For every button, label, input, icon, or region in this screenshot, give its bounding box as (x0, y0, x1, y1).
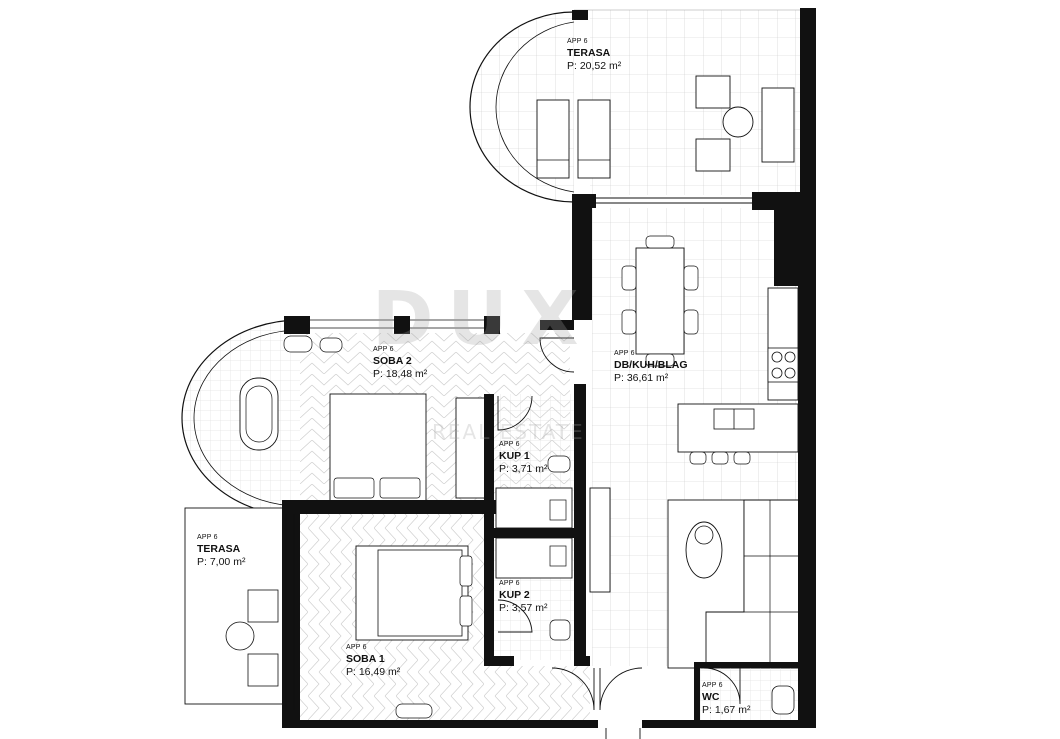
room-label-soba-2: APP 6 SOBA 2 P: 18,48 m² (373, 346, 427, 381)
room-name: KUP 2 (499, 588, 530, 601)
room-area: P: 16,49 m² (346, 665, 401, 678)
windows (285, 319, 484, 710)
room-label-kup-2: APP 6 KUP 2 P: 3,57 m² (499, 580, 547, 615)
room-app-code: APP 6 (373, 346, 394, 353)
room-area: P: 36,61 m² (614, 371, 669, 384)
sofa-set (667, 499, 801, 669)
bathroom-kup-2 (494, 536, 574, 660)
room-app-code: APP 6 (567, 38, 588, 45)
washbasin (395, 703, 433, 719)
room-name: SOBA 2 (373, 354, 412, 367)
room-label-terasa-top: APP 6 TERASA P: 20,52 m² (567, 38, 621, 73)
doors (497, 337, 741, 739)
room-name: KUP 1 (499, 449, 530, 462)
kitchen-island (677, 403, 799, 465)
room-area: P: 3,57 m² (499, 601, 548, 614)
room-name: WC (702, 690, 720, 703)
room-name: SOBA 1 (346, 652, 385, 665)
sun-lounger-right (577, 99, 611, 179)
wc-room (698, 668, 800, 724)
room-area: P: 18,48 m² (373, 367, 428, 380)
room-label-wc: APP 6 WC P: 1,67 m² (702, 682, 750, 717)
room-app-code: APP 6 (614, 350, 635, 357)
room-app-code: APP 6 (499, 441, 520, 448)
washbasin (319, 337, 343, 353)
room-label-db-kuh-blag: APP 6 DB/KUH/BLAG P: 36,61 m² (614, 350, 688, 385)
terrace-top (469, 8, 816, 204)
room-app-code: APP 6 (702, 682, 723, 689)
room-app-code: APP 6 (499, 580, 520, 587)
terrace-chair (695, 75, 731, 109)
sun-lounger-left (536, 99, 570, 179)
bedroom-2-area (181, 319, 570, 517)
bedroom-1-area (300, 514, 590, 724)
terrace-bench (761, 87, 795, 163)
room-name: TERASA (197, 542, 241, 555)
room-area: P: 3,71 m² (499, 462, 548, 475)
double-bed-soba-1 (355, 545, 473, 641)
room-app-code: APP 6 (197, 534, 218, 541)
bathtub (239, 377, 279, 451)
tv-cabinet (589, 487, 611, 593)
room-name: DB/KUH/BLAG (614, 358, 688, 371)
washbasin (283, 335, 313, 353)
room-area: P: 20,52 m² (567, 59, 622, 72)
terrace-round-table (722, 106, 754, 138)
living-kitchen-area (589, 208, 802, 669)
room-label-kup-1: APP 6 KUP 1 P: 3,71 m² (499, 441, 547, 476)
walls (282, 192, 816, 728)
room-label-terasa-left: APP 6 TERASA P: 7,00 m² (197, 534, 245, 569)
room-area: P: 7,00 m² (197, 555, 246, 568)
terrace-chair (695, 138, 731, 172)
room-label-soba-1: APP 6 SOBA 1 P: 16,49 m² (346, 644, 400, 679)
double-bed-soba-2 (329, 393, 427, 503)
wardrobe (455, 397, 487, 499)
bathroom-kup-1 (494, 394, 574, 530)
room-area: P: 1,67 m² (702, 703, 751, 716)
terrace-left (184, 507, 284, 705)
kitchen-counter (767, 287, 799, 401)
room-app-code: APP 6 (346, 644, 367, 651)
room-name: TERASA (567, 46, 611, 59)
dining-set (621, 235, 699, 367)
